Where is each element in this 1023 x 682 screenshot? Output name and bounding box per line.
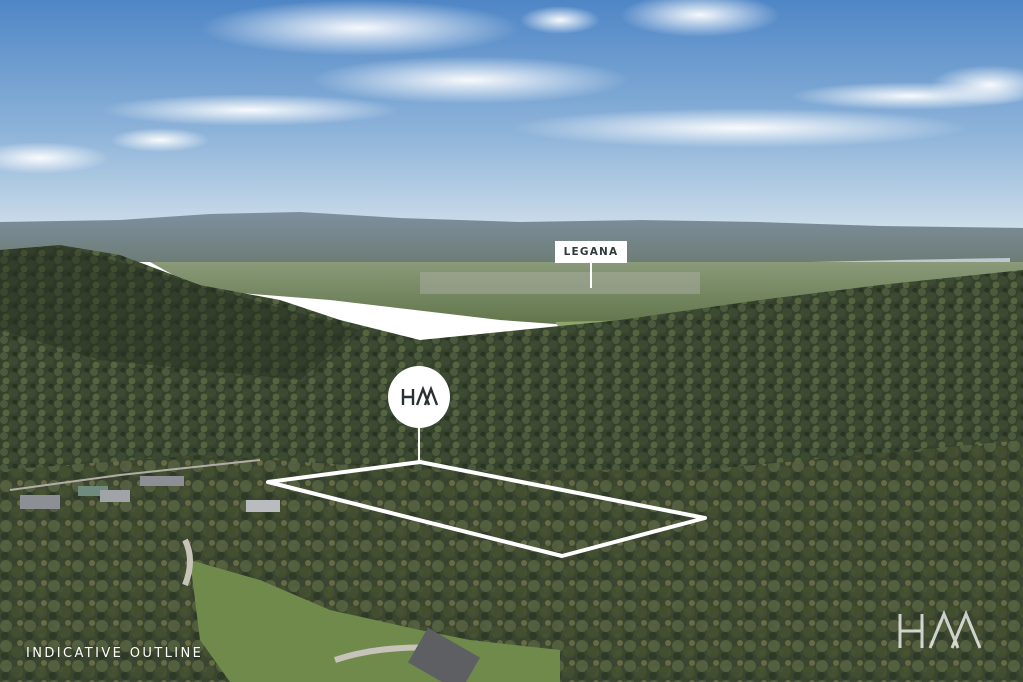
distant-mountains (0, 212, 1023, 262)
ha-logo-badge (388, 366, 450, 428)
clouds (0, 0, 1023, 174)
town (420, 272, 700, 294)
forest-shade (0, 245, 360, 380)
house-roof (408, 627, 480, 682)
legana-pin-line (590, 263, 592, 288)
ha-watermark-logo (898, 610, 982, 649)
indicative-outline-caption: INDICATIVE OUTLINE (26, 646, 204, 661)
houses (20, 476, 280, 512)
ha-pin-line (418, 428, 420, 462)
property-outline (266, 460, 707, 558)
place-label-legana: LEGANA (555, 241, 627, 263)
road (9, 459, 261, 491)
ha-logo-icon (401, 385, 439, 406)
